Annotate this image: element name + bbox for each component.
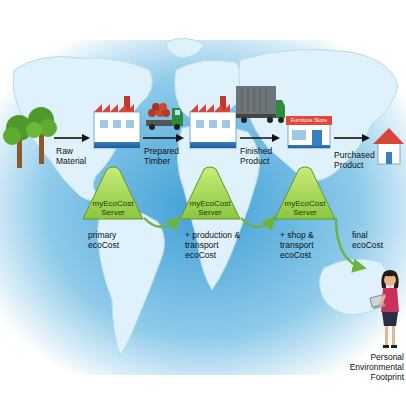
furniture-shop bbox=[286, 116, 332, 148]
server-triangle: myEcoCost Server+ production & transport… bbox=[179, 166, 241, 220]
stage-label: Prepared Timber bbox=[144, 146, 184, 166]
person-illustration bbox=[348, 268, 404, 350]
stage-label: Finished Product bbox=[240, 146, 282, 166]
container-truck bbox=[236, 86, 285, 123]
cost-caption: + shop & transport ecoCost bbox=[280, 230, 338, 260]
factory bbox=[94, 96, 140, 148]
ocean bbox=[0, 40, 406, 375]
server-name: myEcoCost Server bbox=[82, 199, 144, 217]
stage-label: Purchased Product bbox=[334, 150, 374, 170]
person-caption: Personal Environmental Footprint bbox=[348, 352, 404, 382]
cost-flow-arrow bbox=[241, 218, 274, 227]
trees bbox=[3, 107, 57, 168]
log-truck bbox=[146, 103, 183, 130]
stage-label: Raw Material bbox=[56, 146, 92, 166]
server-triangle: myEcoCost Server+ shop & transport ecoCo… bbox=[274, 166, 336, 220]
edge-label: final ecoCost bbox=[352, 230, 396, 250]
server-outline bbox=[180, 167, 240, 219]
shop-sign-text: Furniture Store bbox=[287, 117, 331, 124]
server-name: myEcoCost Server bbox=[179, 199, 241, 217]
continents bbox=[13, 38, 398, 356]
server-name: myEcoCost Server bbox=[274, 199, 336, 217]
house bbox=[373, 128, 404, 164]
person-figure: Personal Environmental Footprint bbox=[348, 268, 404, 382]
cost-caption: + production & transport ecoCost bbox=[185, 230, 243, 260]
server-outline bbox=[275, 167, 335, 219]
factory bbox=[190, 96, 236, 148]
cost-flow-arrow bbox=[144, 218, 179, 227]
cost-caption: primary ecoCost bbox=[88, 230, 130, 250]
server-outline bbox=[83, 167, 143, 219]
server-triangle: myEcoCost Serverprimary ecoCost bbox=[82, 166, 144, 220]
